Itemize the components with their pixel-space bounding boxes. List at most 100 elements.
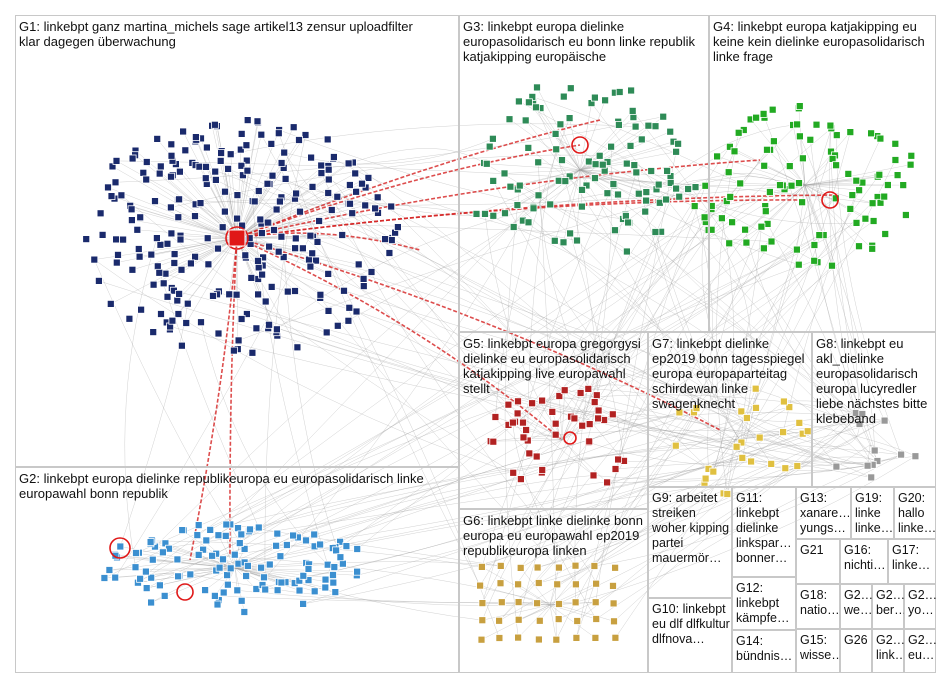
node-g5 xyxy=(551,430,560,439)
node-g5 xyxy=(514,397,522,406)
edge-inter xyxy=(268,324,742,443)
node-g3 xyxy=(556,120,565,129)
edge-intra xyxy=(804,184,860,191)
node-g2 xyxy=(213,600,222,609)
node-g1 xyxy=(134,245,143,253)
node-g1 xyxy=(348,209,357,218)
node-g1 xyxy=(279,253,288,262)
node-g2 xyxy=(178,526,187,534)
node-g5 xyxy=(594,414,602,423)
group-label-g26: G26 xyxy=(844,633,868,647)
node-g4 xyxy=(713,152,721,161)
node-g1 xyxy=(218,223,227,232)
node-g2 xyxy=(277,578,286,587)
node-g2 xyxy=(226,564,235,573)
node-g1 xyxy=(177,265,186,274)
node-g1 xyxy=(174,213,183,222)
node-g2 xyxy=(276,552,285,561)
edge-inter xyxy=(810,139,885,421)
edge-inter xyxy=(482,442,589,621)
node-g4 xyxy=(875,170,884,179)
node-g4 xyxy=(725,239,734,248)
node-g6 xyxy=(477,563,486,571)
node-g3 xyxy=(642,196,650,205)
edge-inter xyxy=(539,174,880,621)
node-g2 xyxy=(282,541,291,549)
edge-intra xyxy=(131,219,238,239)
node-g2 xyxy=(173,555,182,564)
node-g3 xyxy=(641,207,650,216)
edge-inter xyxy=(517,189,742,443)
edge-inter xyxy=(559,395,772,465)
node-g4 xyxy=(776,181,784,190)
node-g1 xyxy=(296,207,304,216)
node-g1 xyxy=(108,162,117,171)
node-g4 xyxy=(855,186,863,195)
node-g3 xyxy=(622,159,631,168)
node-g1 xyxy=(272,325,281,334)
edge-inter xyxy=(150,478,521,603)
edge-inter xyxy=(332,158,578,241)
group-box-g13 xyxy=(796,487,851,539)
node-g1 xyxy=(333,321,342,330)
node-g2 xyxy=(321,583,330,592)
node-g2 xyxy=(201,586,210,594)
node-g1 xyxy=(277,159,286,167)
node-g2 xyxy=(304,576,313,584)
edge-inter xyxy=(746,132,851,419)
node-g1 xyxy=(373,193,382,202)
edge-inter xyxy=(525,120,697,409)
edge-inter xyxy=(226,195,539,525)
node-g5 xyxy=(532,452,541,461)
edge-intra xyxy=(234,567,278,591)
node-g1 xyxy=(197,318,205,327)
group-box-g18 xyxy=(796,584,840,629)
node-g1 xyxy=(274,129,283,138)
node-g2 xyxy=(174,572,183,581)
node-g3 xyxy=(515,97,523,106)
node-g1 xyxy=(191,252,200,261)
node-g3 xyxy=(505,115,514,124)
node-g1 xyxy=(170,250,179,259)
node-g4 xyxy=(793,120,801,129)
node-g2 xyxy=(142,584,151,592)
edge-intra xyxy=(517,584,551,606)
node-g1 xyxy=(203,234,212,243)
node-g3 xyxy=(603,189,612,198)
node-g6 xyxy=(535,635,543,644)
node-g3 xyxy=(651,122,660,131)
edge-intra xyxy=(236,237,329,312)
edge-intra xyxy=(236,237,259,295)
edge-intra xyxy=(550,169,581,205)
node-g1 xyxy=(352,307,361,316)
node-g3 xyxy=(647,167,656,175)
node-g1 xyxy=(153,134,162,143)
edge-inter xyxy=(212,555,615,622)
group-box-g19 xyxy=(851,487,894,539)
node-g2 xyxy=(206,526,215,534)
node-g1 xyxy=(381,235,390,244)
node-g5 xyxy=(570,414,579,423)
edge-inter xyxy=(136,196,731,583)
node-g1 xyxy=(167,151,176,160)
node-g6 xyxy=(611,633,620,642)
node-g1 xyxy=(367,268,376,276)
node-g1 xyxy=(247,273,256,282)
node-g2 xyxy=(316,540,325,549)
edge-inter xyxy=(504,185,521,638)
edge-inter xyxy=(580,262,818,394)
node-g5 xyxy=(585,420,594,429)
node-g3 xyxy=(559,92,568,101)
edge-inter xyxy=(190,574,596,606)
edge-inter xyxy=(482,205,695,604)
edge-inter xyxy=(742,128,832,458)
edge-inter xyxy=(230,123,636,155)
node-g6 xyxy=(611,563,619,572)
edge-inter xyxy=(271,286,709,470)
node-g6 xyxy=(591,598,600,607)
edge-intra xyxy=(200,138,238,239)
node-g4 xyxy=(759,110,768,118)
edge-inter xyxy=(767,223,860,425)
node-g3 xyxy=(501,209,509,218)
edge-inter xyxy=(626,163,857,224)
